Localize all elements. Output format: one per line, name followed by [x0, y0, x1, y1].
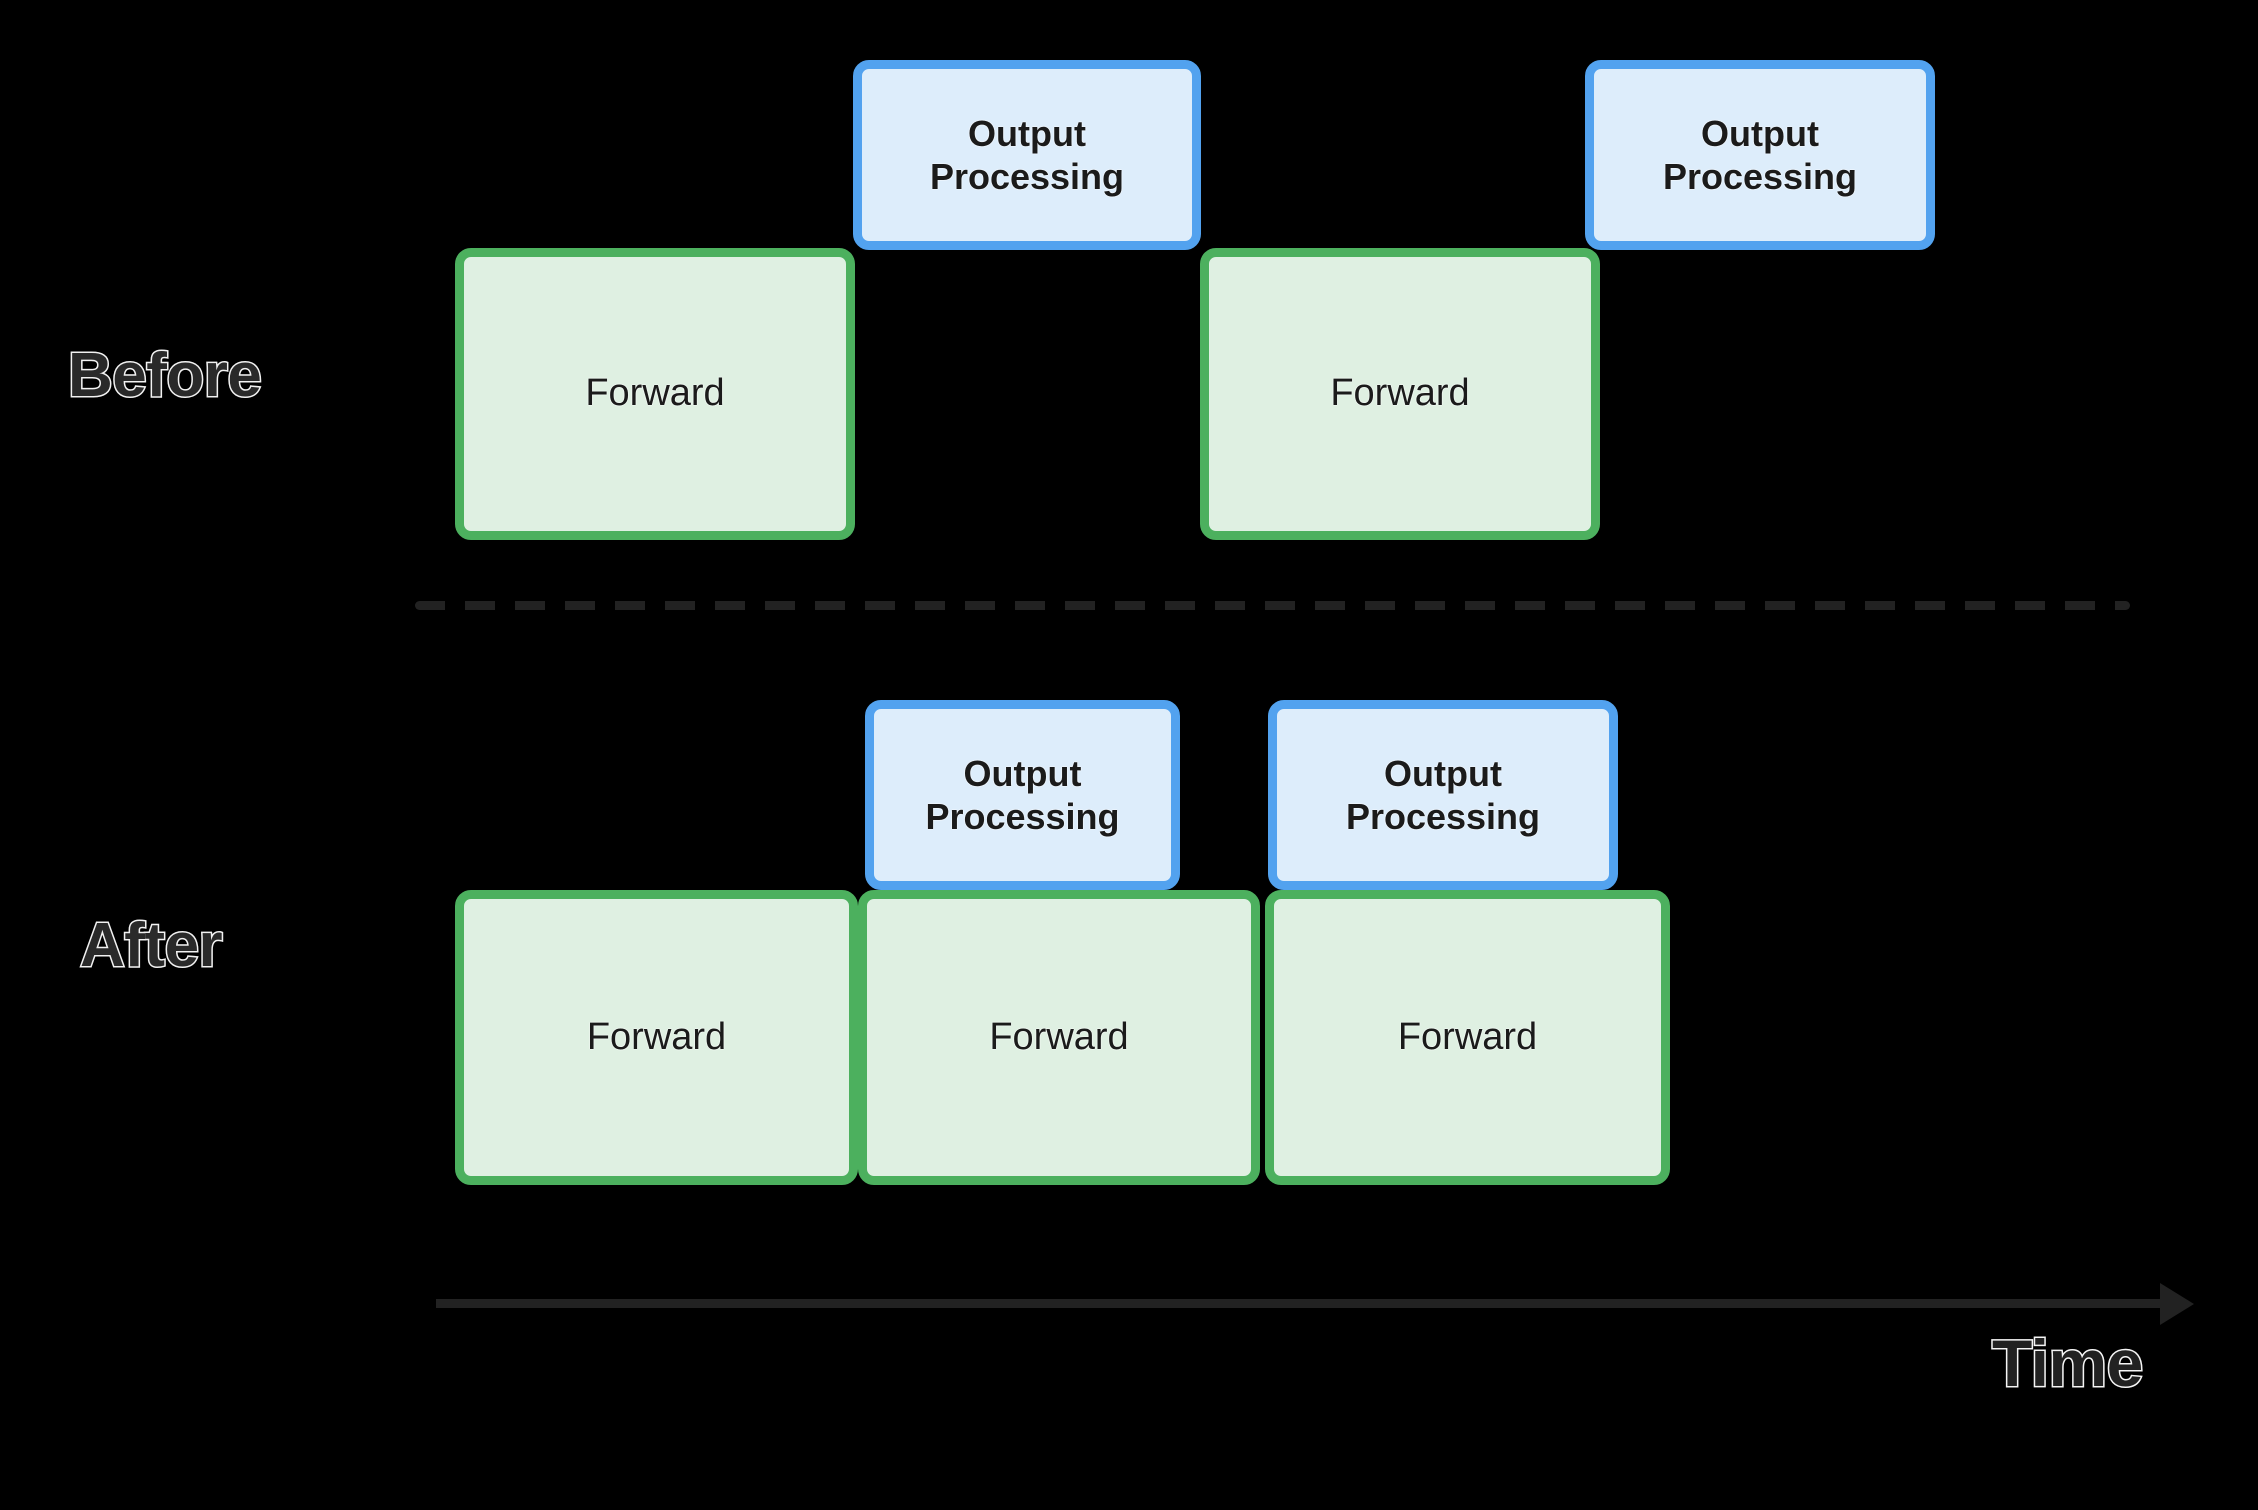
row-label-after: After — [78, 911, 224, 980]
block-label: Output Processing — [1662, 112, 1858, 197]
block-label: Forward — [989, 1015, 1129, 1058]
block-label: Forward — [1330, 372, 1470, 415]
output-processing-block-after-2: Output Processing — [865, 700, 1180, 890]
forward-block-after-5: Forward — [1265, 890, 1670, 1185]
block-label: Output Processing — [929, 112, 1125, 197]
block-label: Output Processing — [1345, 752, 1541, 837]
forward-block-before-1: Forward — [455, 248, 855, 540]
output-processing-block-after-4: Output Processing — [1268, 700, 1618, 890]
row-label-before: Before — [66, 341, 263, 410]
time-axis-label: Time — [1991, 1326, 2145, 1400]
output-processing-block-before-2: Output Processing — [853, 60, 1201, 250]
forward-block-after-1: Forward — [455, 890, 858, 1185]
forward-block-after-3: Forward — [858, 890, 1260, 1185]
block-label: Forward — [1397, 1015, 1538, 1058]
row-divider — [415, 601, 2130, 610]
output-processing-block-before-4: Output Processing — [1585, 60, 1935, 250]
block-label: Forward — [585, 372, 725, 415]
time-axis-line — [436, 1299, 2162, 1308]
block-label: Forward — [586, 1015, 727, 1058]
block-label: Output Processing — [925, 752, 1120, 837]
forward-block-before-3: Forward — [1200, 248, 1600, 540]
time-axis-arrow-icon — [2160, 1283, 2194, 1325]
